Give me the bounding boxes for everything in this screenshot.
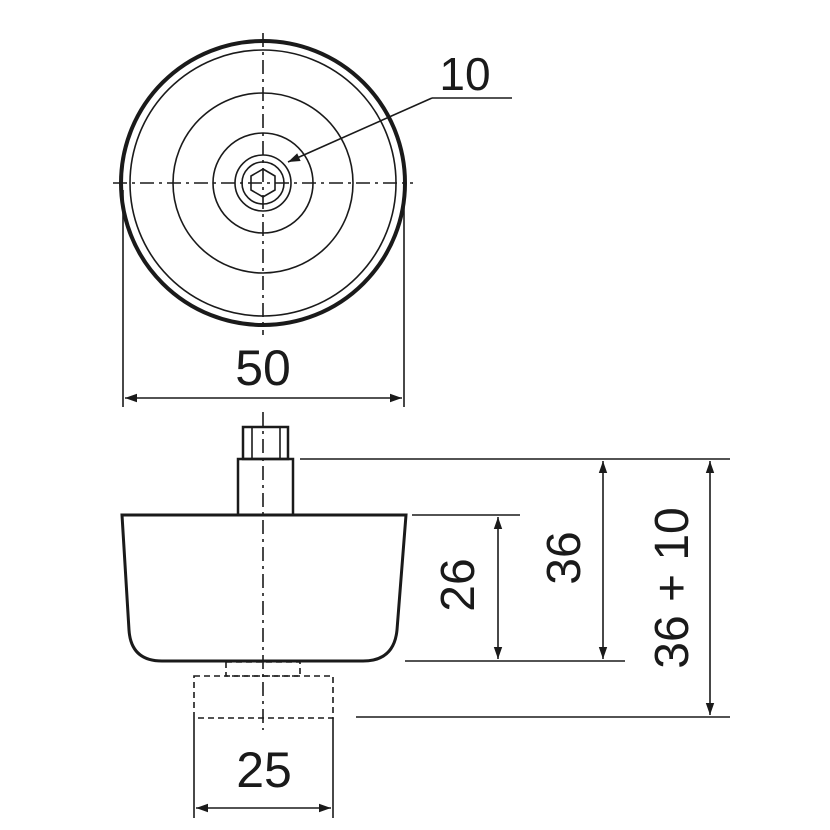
hex-socket-label: 10: [439, 48, 490, 100]
body-height-label: 26: [432, 558, 485, 611]
total-with-stud-label: 36 + 10: [646, 507, 699, 668]
diameter-label: 50: [235, 340, 291, 396]
hex-leader-line: [287, 97, 433, 163]
cup-body: [120, 513, 408, 663]
top-view: 10 50: [113, 33, 512, 407]
stud-thread-cap: [241, 425, 290, 461]
insert-width-label: 25: [236, 742, 292, 798]
side-view: 26 36 36 + 10 25: [120, 412, 730, 818]
total-height-label: 36: [538, 531, 591, 584]
stud-shank: [236, 457, 295, 517]
